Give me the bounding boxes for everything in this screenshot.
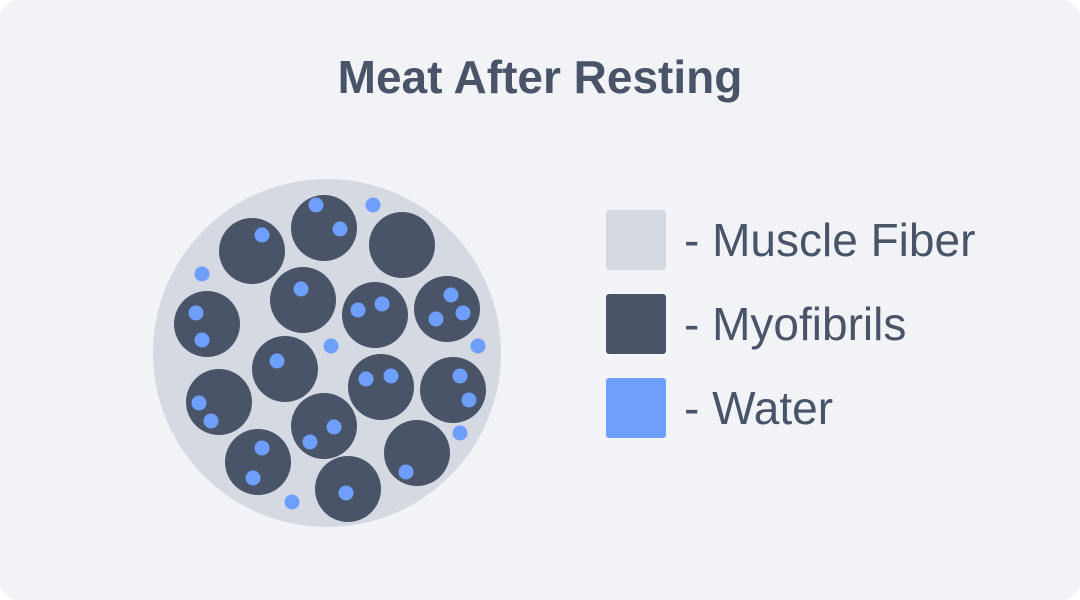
water-droplet <box>323 338 339 354</box>
water-droplet <box>443 287 459 303</box>
myofibril <box>252 336 318 402</box>
diagram-title: Meat After Resting <box>337 51 743 103</box>
water-droplet <box>350 302 366 318</box>
water-droplet <box>338 485 354 501</box>
legend-label-water: - Water <box>684 382 834 434</box>
water-droplet <box>358 371 374 387</box>
myofibril <box>225 429 291 495</box>
water-droplet <box>326 419 342 435</box>
water-droplet <box>254 227 270 243</box>
water-droplet <box>188 305 204 321</box>
water-droplet <box>455 305 471 321</box>
myofibril <box>291 195 357 261</box>
myofibril <box>348 354 414 420</box>
myofibril <box>384 420 450 486</box>
water-droplet <box>194 332 210 348</box>
muscle-fiber-swatch <box>606 210 666 270</box>
myofibril <box>291 393 357 459</box>
legend-label-muscle-fiber: - Muscle Fiber <box>684 214 976 266</box>
legend-item-water: - Water <box>606 378 833 438</box>
water-droplet <box>332 221 348 237</box>
water-droplet <box>254 440 270 456</box>
legend-label-myofibrils: - Myofibrils <box>684 298 907 350</box>
water-droplet <box>398 464 414 480</box>
myofibril <box>420 357 486 423</box>
myofibril <box>369 212 435 278</box>
water-droplet <box>302 434 318 450</box>
water-droplet <box>245 470 261 486</box>
water-droplet <box>452 425 468 441</box>
legend-item-myofibrils: - Myofibrils <box>606 294 906 354</box>
water-droplet <box>284 494 300 510</box>
water-droplet <box>308 197 324 213</box>
myofibril <box>174 291 240 357</box>
water-droplet <box>428 311 444 327</box>
water-swatch <box>606 378 666 438</box>
water-droplet <box>461 392 477 408</box>
myofibril <box>342 282 408 348</box>
water-droplet <box>374 296 390 312</box>
legend-item-muscle-fiber: - Muscle Fiber <box>606 210 975 270</box>
myofibril <box>186 369 252 435</box>
water-droplet <box>293 281 309 297</box>
water-droplet <box>365 197 381 213</box>
myofibril <box>219 218 285 284</box>
water-droplet <box>203 413 219 429</box>
water-droplet <box>269 353 285 369</box>
water-droplet <box>194 266 210 282</box>
water-droplet <box>191 395 207 411</box>
myofibril <box>414 276 480 342</box>
water-droplet <box>452 368 468 384</box>
myofibril <box>270 267 336 333</box>
water-droplet <box>383 368 399 384</box>
water-droplet <box>470 338 486 354</box>
myofibrils-swatch <box>606 294 666 354</box>
